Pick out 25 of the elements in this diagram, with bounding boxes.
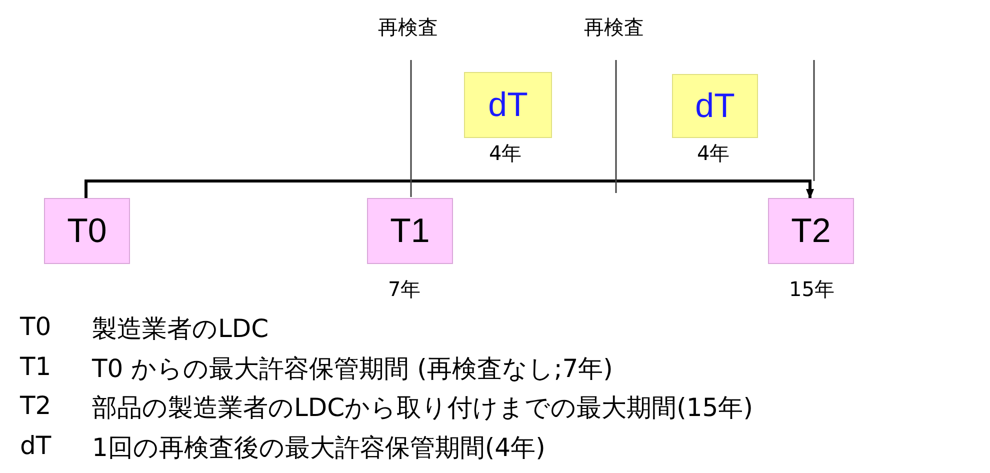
node-label: T1 [390, 212, 430, 250]
time-point-box [768, 198, 854, 264]
node-label: dT [695, 86, 735, 126]
legend-key: T1 [20, 352, 52, 381]
duration-label: 4年 [697, 140, 730, 167]
duration-label: 15年 [789, 276, 834, 303]
timeline-arrow [84, 180, 814, 199]
node-label: T0 [67, 212, 107, 250]
duration-label: 4年 [489, 140, 522, 167]
interval-box [464, 72, 552, 138]
legend-key: T2 [20, 391, 52, 420]
legend-key: dT [20, 431, 52, 460]
node-label: T2 [791, 212, 831, 250]
legend-description: T0 からの最大許容保管期間 (再検査なし;7年) [92, 353, 613, 385]
legend-description: 1回の再検査後の最大許容保管期間(4年) [92, 432, 546, 464]
legend-key: T0 [20, 312, 52, 341]
event-label: 再検査 [378, 14, 438, 41]
time-point-box [44, 198, 130, 264]
duration-label: 7年 [388, 276, 421, 303]
node-label: dT [488, 86, 528, 124]
event-label: 再検査 [584, 14, 644, 41]
legend-description: 製造業者のLDC [92, 313, 269, 345]
legend-description: 部品の製造業者のLDCから取り付けまでの最大期間(15年) [92, 392, 753, 424]
interval-box [672, 74, 758, 138]
time-point-box [367, 198, 453, 264]
